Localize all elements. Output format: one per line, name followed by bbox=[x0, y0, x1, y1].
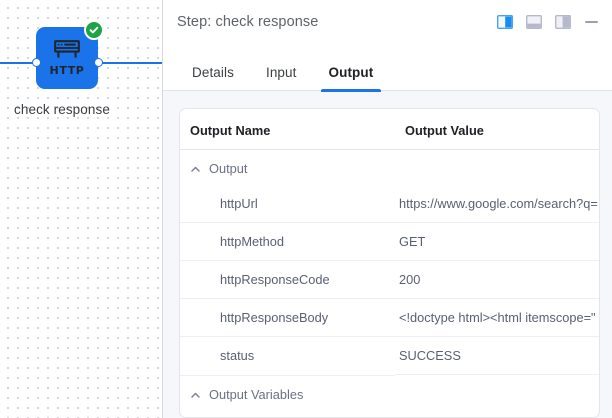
row-name: foo bbox=[180, 411, 395, 418]
tab-input[interactable]: Input bbox=[265, 65, 297, 80]
output-table-head: Output Name Output Value bbox=[180, 109, 599, 150]
group-value-empty bbox=[395, 374, 599, 411]
group-label: Output Variables bbox=[209, 386, 304, 402]
panel-header-actions bbox=[496, 14, 600, 30]
table-row[interactable]: httpUrl https://www.google.com/search?q= bbox=[180, 185, 599, 223]
chevron-up-icon[interactable] bbox=[190, 389, 201, 400]
connection-edge-incoming bbox=[0, 62, 42, 64]
output-table-body: Output httpUrl https://www.google.com/se… bbox=[180, 150, 599, 418]
column-header-output-value: Output Value bbox=[395, 109, 599, 150]
table-group-row-output-variables[interactable]: Output Variables bbox=[180, 374, 599, 411]
tab-details[interactable]: Details bbox=[192, 65, 234, 80]
group-value-empty bbox=[395, 150, 599, 186]
panel-title: Step: check response bbox=[177, 14, 319, 30]
workflow-canvas[interactable]: HTTP check response bbox=[0, 0, 163, 418]
http-node-icon bbox=[54, 40, 80, 64]
row-name: httpResponseCode bbox=[180, 260, 395, 299]
chevron-up-icon[interactable] bbox=[190, 163, 201, 174]
row-name: status bbox=[180, 336, 395, 375]
check-circle-icon bbox=[84, 20, 104, 40]
panel-body: Output Name Output Value bbox=[163, 91, 612, 418]
input-port[interactable] bbox=[32, 58, 41, 67]
row-value: <!doctype html><html itemscope=" bbox=[395, 298, 599, 337]
step-details-panel: Step: check response bbox=[163, 0, 612, 418]
output-table: Output Name Output Value bbox=[180, 109, 599, 418]
group-label: Output bbox=[209, 161, 248, 176]
panel-header: Step: check response bbox=[163, 0, 612, 44]
minimize-icon[interactable] bbox=[584, 15, 598, 29]
row-value: 200 bbox=[395, 260, 599, 299]
table-group-row-output[interactable]: Output bbox=[180, 150, 599, 186]
connection-edge-outgoing bbox=[98, 62, 163, 64]
row-value: GET bbox=[395, 222, 599, 261]
group-cell-output: Output bbox=[180, 150, 395, 185]
group-cell-output-variables: Output Variables bbox=[180, 374, 395, 411]
panel-tabs: Details Input Output bbox=[163, 44, 612, 92]
minimize-bar bbox=[584, 21, 598, 23]
panel-divider bbox=[162, 0, 163, 418]
table-row[interactable]: httpMethod GET bbox=[180, 222, 599, 261]
row-value: 200 bbox=[395, 411, 599, 418]
table-header-row: Output Name Output Value bbox=[180, 109, 599, 150]
row-name: httpUrl bbox=[220, 196, 258, 211]
row-name: httpMethod bbox=[180, 222, 395, 261]
output-port[interactable] bbox=[94, 58, 103, 67]
table-row[interactable]: status SUCCESS bbox=[180, 336, 599, 375]
node-label: check response bbox=[14, 102, 110, 117]
node-icon-label: HTTP bbox=[49, 64, 85, 77]
column-header-output-name: Output Name bbox=[180, 109, 395, 150]
table-row[interactable]: httpResponseBody <!doctype html><html it… bbox=[180, 298, 599, 337]
table-row[interactable]: foo 200 bbox=[180, 411, 599, 418]
row-value: SUCCESS bbox=[395, 336, 599, 375]
table-row[interactable]: httpResponseCode 200 bbox=[180, 260, 599, 299]
right-panel-icon[interactable] bbox=[554, 14, 572, 30]
row-name: httpResponseBody bbox=[180, 298, 395, 337]
output-table-card: Output Name Output Value bbox=[179, 108, 600, 418]
row-value: https://www.google.com/search?q= bbox=[399, 196, 598, 211]
side-panel-icon[interactable] bbox=[496, 14, 514, 30]
bottom-panel-icon[interactable] bbox=[525, 14, 543, 30]
tab-output[interactable]: Output bbox=[313, 65, 390, 92]
node-content: HTTP bbox=[50, 40, 85, 76]
